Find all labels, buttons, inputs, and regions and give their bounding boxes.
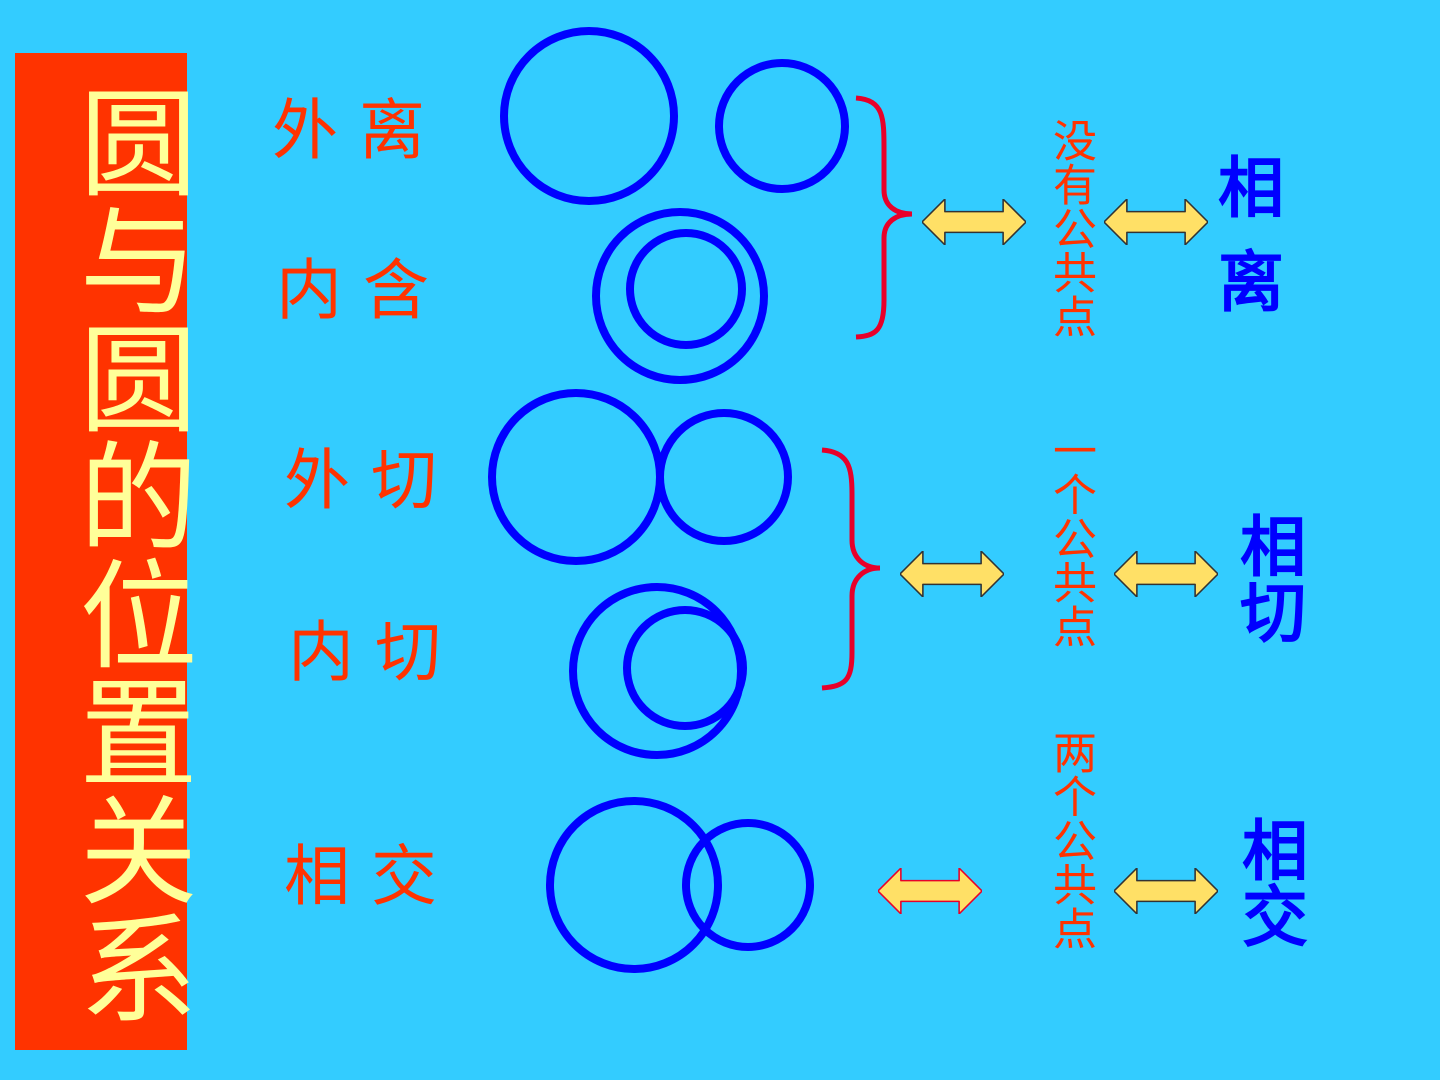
circle-outer-separate-large [500, 27, 678, 205]
circle-outer-separate-small [715, 59, 849, 193]
result-intersect: 相交 [1231, 816, 1308, 948]
result-tangent: 相切 [1229, 512, 1306, 644]
arrow-intersect-right [1114, 868, 1218, 914]
label-intersect: 相 交 [284, 838, 437, 915]
label-contain: 内 含 [276, 252, 429, 329]
arrow-intersect-left [878, 868, 982, 914]
circle-contain-inner [626, 229, 746, 349]
title-bar: 圆与圆的位置关系 [15, 53, 197, 1050]
arrow-separate-left [922, 199, 1026, 245]
circle-intersect-small [682, 819, 814, 951]
label-outer-separate: 外 离 [272, 92, 425, 169]
arrow-separate-right [1104, 199, 1208, 245]
label-inner-tangent: 内 切 [288, 614, 441, 691]
circle-outer-tangent-small [656, 409, 792, 545]
result-separate-char2: 离 [1218, 244, 1284, 321]
circle-inner-tangent-small [623, 606, 747, 730]
page-title: 圆与圆的位置关系 [59, 81, 197, 1026]
text-no-common-point: 没有公共点 [1045, 118, 1096, 338]
circle-outer-tangent-large [488, 389, 664, 565]
circle-intersect-large [546, 797, 722, 973]
brace-one-common-point [821, 447, 881, 691]
brace-no-common-point [855, 95, 913, 340]
text-one-common-point: 一个公共点 [1045, 428, 1096, 648]
label-outer-tangent: 外 切 [284, 442, 437, 519]
result-separate-char1: 相 [1218, 150, 1284, 227]
circle-inner-tangent-large [569, 583, 745, 759]
arrow-tangent-right [1114, 551, 1218, 597]
text-two-common-points: 两个公共点 [1045, 730, 1096, 950]
arrow-tangent-left [900, 551, 1004, 597]
circle-contain-outer [592, 208, 768, 384]
